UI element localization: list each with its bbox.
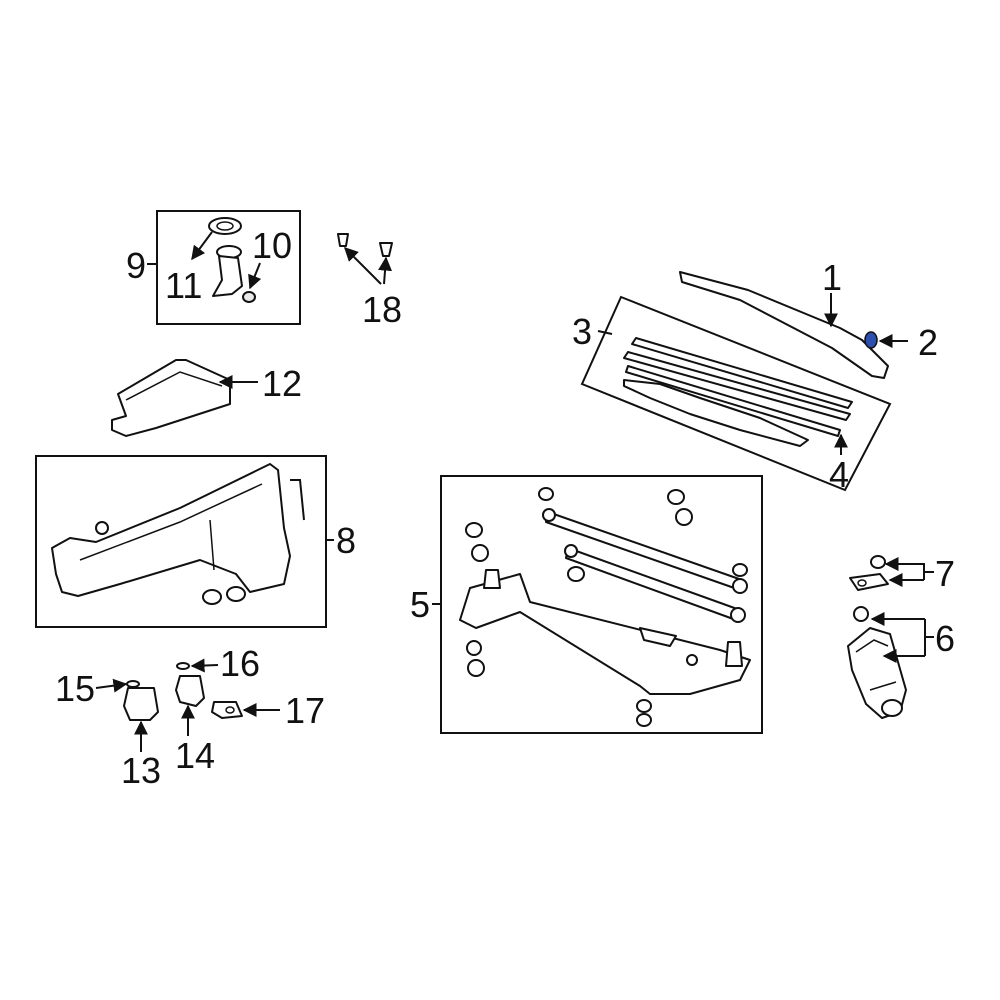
washer-reservoir-part[interactable] — [51, 463, 291, 597]
linkage-bushings-part[interactable] — [465, 487, 748, 727]
arm-nut-part[interactable] — [864, 331, 878, 349]
callout-7: 7 — [935, 553, 955, 594]
callout-9: 9 — [126, 245, 146, 286]
clips-group: 18 — [337, 233, 402, 330]
leader-18a — [344, 247, 382, 285]
wiper-motor-group: 7 6 — [847, 553, 955, 719]
callout-18: 18 — [362, 289, 402, 330]
motor-seal-part[interactable] — [176, 662, 190, 670]
reservoir-group: 8 — [35, 455, 356, 628]
leader-10 — [248, 262, 262, 290]
callout-15: 15 — [55, 668, 95, 709]
callout-17: 17 — [285, 690, 325, 731]
clip-part-b[interactable] — [379, 242, 393, 257]
washer-cover-part[interactable] — [111, 359, 231, 437]
callout-4: 4 — [829, 454, 849, 495]
washer-cover-group: 12 — [111, 359, 302, 437]
linkage-group: 5 — [410, 475, 763, 734]
leader-7-bracket — [914, 563, 925, 580]
callout-16: 16 — [220, 643, 260, 684]
callout-10: 10 — [252, 225, 292, 266]
leader-16 — [190, 658, 219, 673]
motor-nut-cover-part[interactable] — [849, 555, 889, 591]
leader-11 — [191, 231, 213, 261]
leader-3 — [597, 330, 613, 335]
callout-6: 6 — [935, 618, 955, 659]
wiper-arm-part[interactable] — [679, 271, 889, 379]
callout-2: 2 — [918, 322, 938, 363]
callout-13: 13 — [121, 750, 161, 791]
leader-15 — [95, 678, 128, 693]
leader-18b — [378, 256, 393, 285]
blade-box — [580, 295, 892, 492]
callout-3: 3 — [572, 311, 592, 352]
reservoir-hose-part[interactable] — [290, 479, 305, 521]
callout-14: 14 — [175, 735, 215, 776]
callout-12: 12 — [262, 363, 302, 404]
wiper-linkage-part[interactable] — [459, 508, 751, 695]
pump-seal-part[interactable] — [126, 680, 140, 688]
washer-pump-part[interactable] — [123, 687, 159, 721]
washer-motor-part[interactable] — [175, 675, 205, 707]
filler-neck-box — [156, 210, 301, 325]
callout-11: 11 — [165, 265, 202, 306]
callout-5: 5 — [410, 584, 430, 625]
clip-part-a[interactable] — [337, 233, 349, 247]
arm-nut-highlight — [864, 331, 878, 349]
filler-neck-part[interactable] — [212, 245, 256, 303]
wiper-arm-group: 1 2 3 4 — [572, 257, 938, 495]
callout-8: 8 — [336, 520, 356, 561]
wiper-motor-part[interactable] — [847, 606, 907, 719]
callout-1: 1 — [822, 257, 842, 298]
reservoir-box — [35, 455, 327, 628]
filler-neck-group: 9 10 11 — [126, 210, 301, 325]
reservoir-grommets-part[interactable] — [202, 586, 246, 605]
pump-group: 15 13 16 14 17 — [55, 643, 325, 791]
pump-bracket-part[interactable] — [211, 701, 243, 719]
filler-cap-part[interactable] — [208, 217, 242, 235]
wiper-blade-part[interactable] — [623, 337, 853, 447]
